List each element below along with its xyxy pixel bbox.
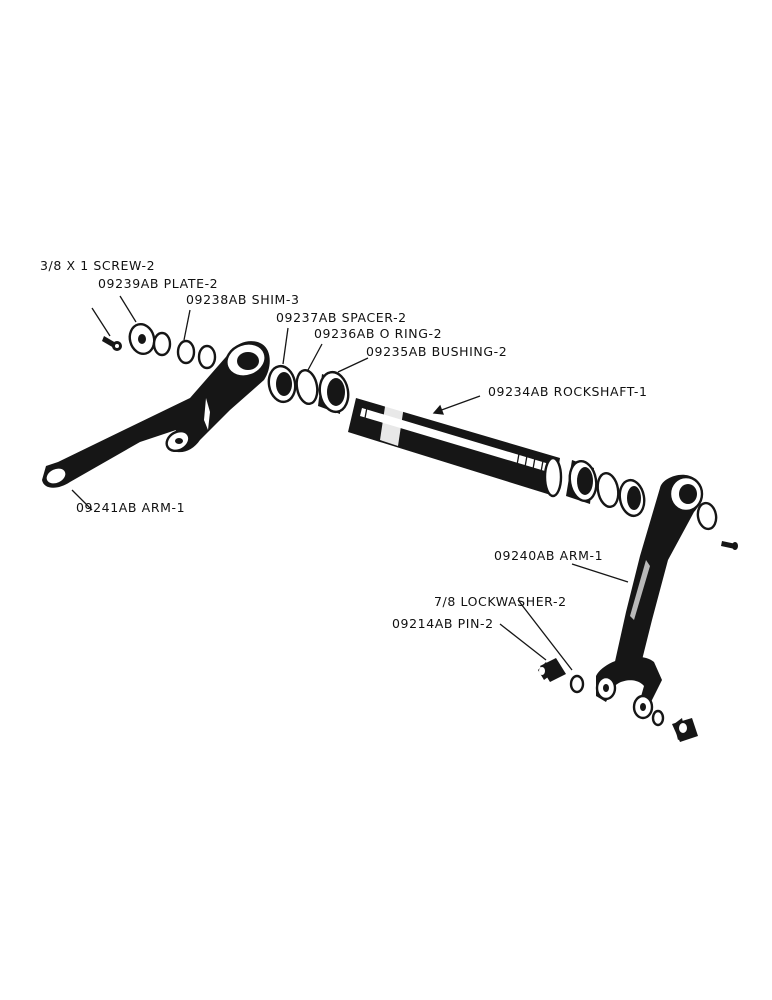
label-bushing: 09235AB BUSHING-2 xyxy=(366,344,507,359)
left-arm-part xyxy=(42,341,270,488)
rockshaft-part xyxy=(348,398,563,498)
label-rockshaft: 09234AB ROCKSHAFT-1 xyxy=(488,384,648,399)
label-lockwasher: 7/8 LOCKWASHER-2 xyxy=(434,594,567,609)
right-shim-screw-parts xyxy=(696,501,738,550)
plate-part xyxy=(128,322,156,356)
lockwasher-left-part xyxy=(569,674,585,694)
right-arm-part xyxy=(595,474,704,720)
label-arm-right: 09240AB ARM-1 xyxy=(494,548,603,563)
right-bushing-stack xyxy=(566,459,646,518)
leader-lines xyxy=(71,295,629,671)
o-ring-part xyxy=(295,368,319,406)
label-arm-left: 09241AB ARM-1 xyxy=(76,500,185,515)
shim-parts xyxy=(152,331,217,370)
label-o-ring: 09236AB O RING-2 xyxy=(314,326,442,341)
spacer-part xyxy=(267,364,297,404)
label-shim: 09238AB SHIM-3 xyxy=(186,292,300,307)
screw-left-part xyxy=(102,336,122,351)
lockwasher-right-part xyxy=(651,709,665,727)
pin-right-part xyxy=(672,718,698,742)
label-plate: 09239AB PLATE-2 xyxy=(98,276,218,291)
label-screw: 3/8 X 1 SCREW-2 xyxy=(40,258,155,273)
label-spacer: 09237AB SPACER-2 xyxy=(276,310,407,325)
bushing-part xyxy=(318,370,350,414)
label-pin: 09214AB PIN-2 xyxy=(392,616,494,631)
pin-left-part xyxy=(538,658,566,682)
